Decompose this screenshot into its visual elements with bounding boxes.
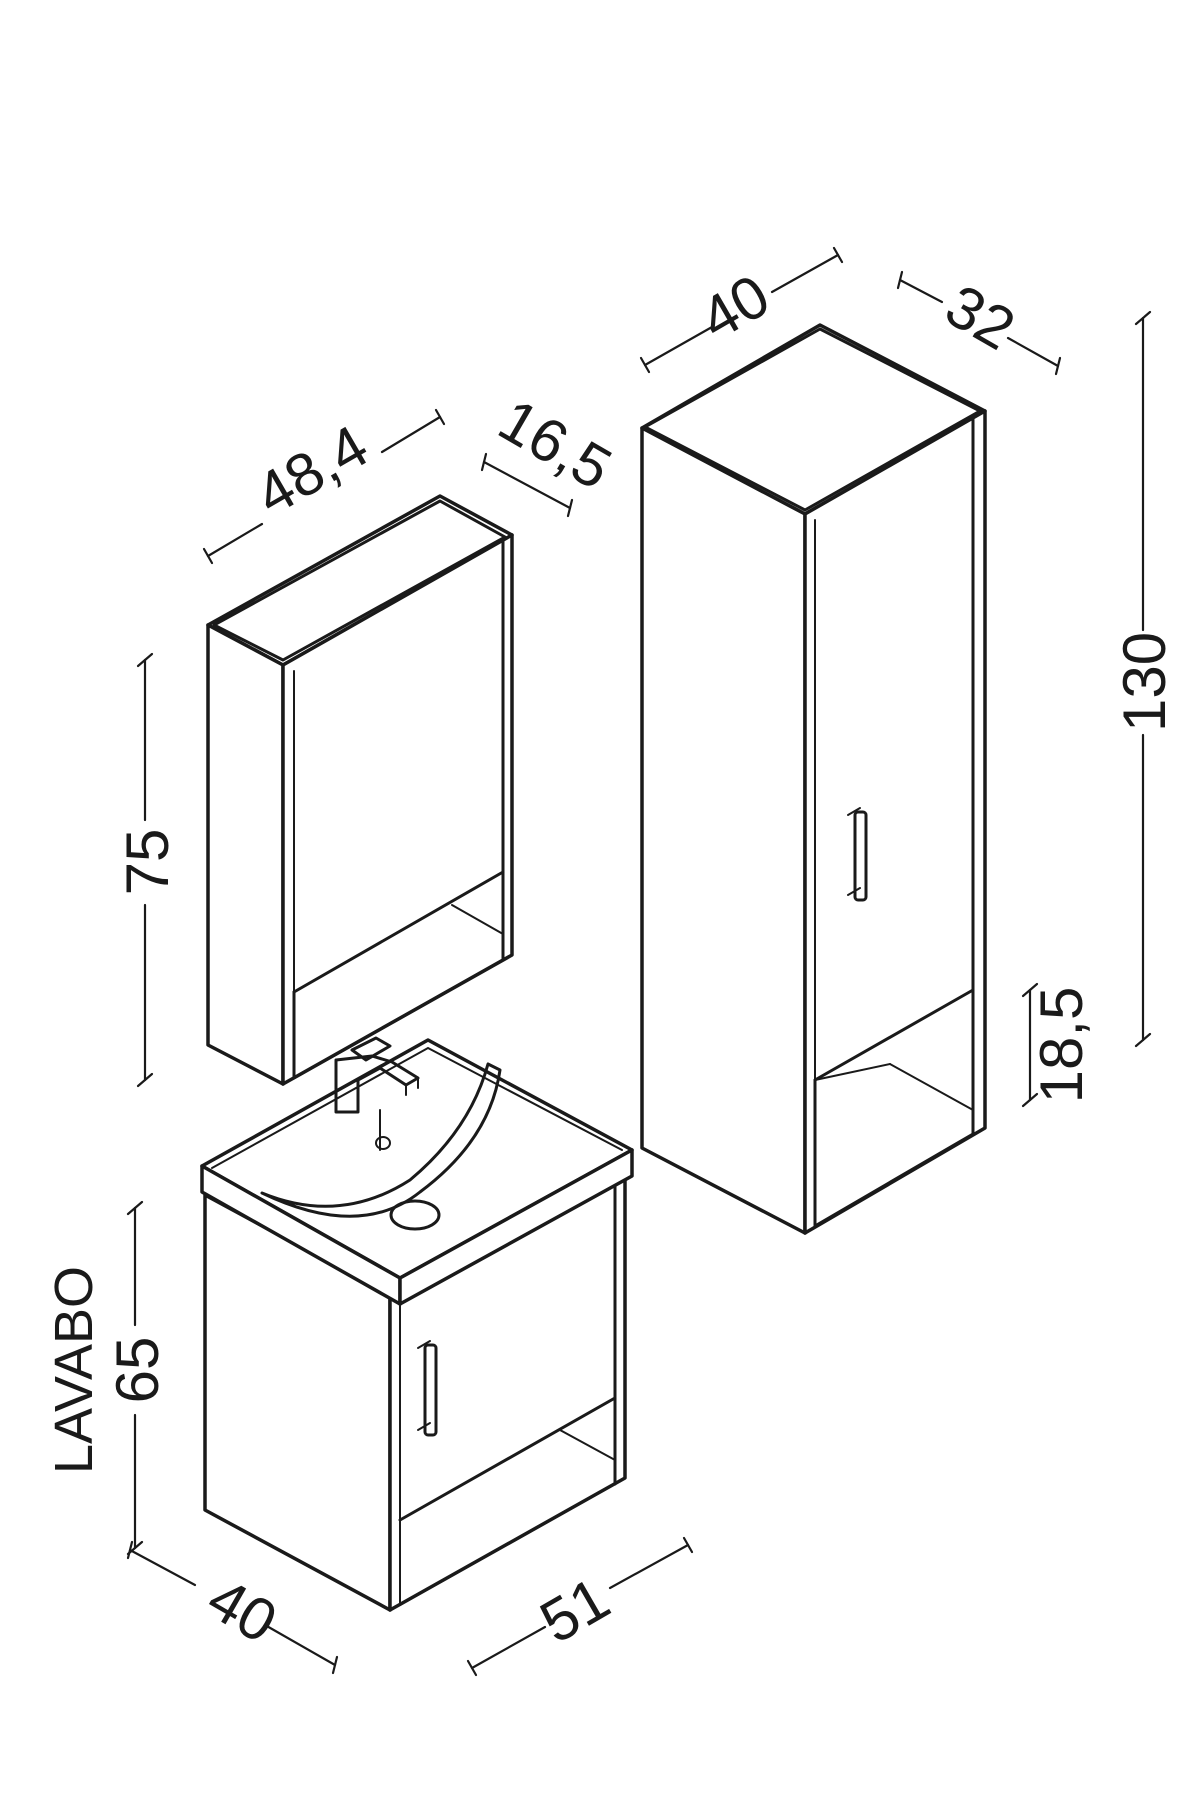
basin-unit-label: LAVABO bbox=[44, 1266, 104, 1474]
basin-cabinet-door-bottom bbox=[398, 1396, 617, 1522]
dim-basin-width: 51 bbox=[529, 1565, 620, 1656]
mirror-cabinet-side bbox=[206, 623, 285, 1086]
mirror-cabinet bbox=[206, 494, 514, 1086]
mirror-cabinet-top-edge bbox=[212, 499, 507, 662]
tall-cabinet bbox=[640, 323, 987, 1235]
dim-tall-depth: 32 bbox=[935, 272, 1026, 363]
dim-mirror-width: 48,4 bbox=[244, 412, 379, 528]
dim-mirror-depth: 16,5 bbox=[488, 386, 623, 502]
dim-basin-depth: 40 bbox=[197, 1565, 288, 1656]
tall-cabinet-side bbox=[640, 426, 807, 1235]
mirror-cabinet-front bbox=[281, 533, 514, 1086]
tall-cabinet-shelf-frame bbox=[813, 1078, 975, 1228]
basin-drain-icon bbox=[389, 1199, 441, 1231]
dim-basin-height: 65 bbox=[104, 1337, 171, 1404]
basin-cabinet-shelf-back bbox=[559, 1429, 616, 1461]
mirror-cabinet-shelf-back bbox=[451, 904, 504, 935]
basin-top-rim bbox=[211, 1046, 623, 1169]
mirror-cabinet-shelf bbox=[292, 958, 505, 1080]
basin-overflow-icon bbox=[375, 1136, 391, 1150]
dim-tall-width: 40 bbox=[689, 262, 780, 353]
basin-cabinet bbox=[200, 1036, 634, 1612]
dimension-lines bbox=[126, 246, 1152, 1677]
tall-cabinet-handle-icon bbox=[847, 807, 868, 902]
basin-top-side-edge bbox=[398, 1148, 634, 1306]
dim-tall-height: 130 bbox=[1111, 632, 1178, 732]
basin-cabinet-handle-icon bbox=[417, 1340, 438, 1437]
basin-bowl bbox=[260, 1062, 502, 1218]
tall-cabinet-door-bottom bbox=[813, 988, 975, 1082]
mirror-cabinet-door-bottom bbox=[292, 870, 505, 994]
basin-cabinet-shelf-bottom bbox=[399, 1483, 616, 1606]
faucet-icon bbox=[334, 1036, 420, 1114]
tall-cabinet-front bbox=[803, 409, 987, 1235]
dim-tall-shelf-height: 18,5 bbox=[1028, 987, 1095, 1104]
dim-mirror-height: 75 bbox=[114, 829, 181, 896]
tall-cabinet-top-edge bbox=[643, 327, 982, 512]
